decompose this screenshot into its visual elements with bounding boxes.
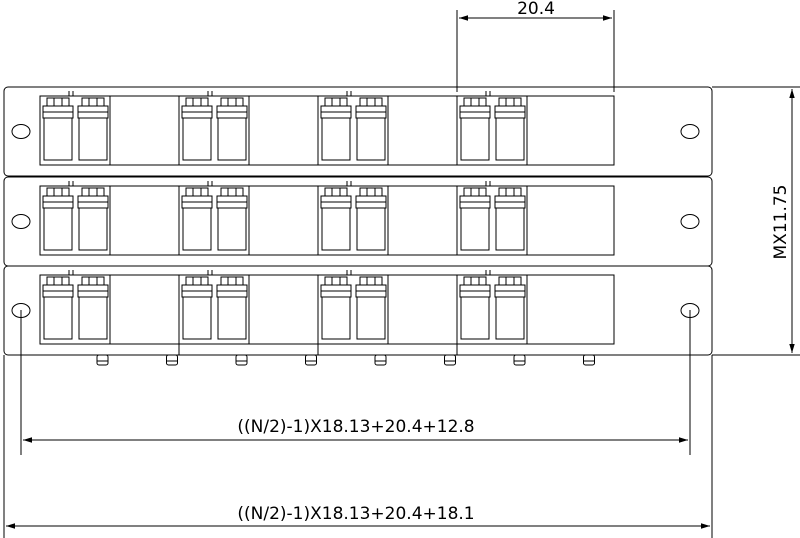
connector-latch	[46, 276, 70, 286]
connector-latch	[220, 276, 244, 286]
connector-latch	[359, 276, 383, 286]
connector-body	[356, 296, 386, 340]
connector-body	[356, 207, 386, 251]
connector-latch	[359, 187, 383, 197]
connector-latch	[220, 187, 244, 197]
mounting-pin	[305, 354, 317, 366]
connector-body	[78, 296, 108, 340]
connector-body	[460, 117, 490, 161]
connector-latch	[463, 97, 487, 107]
panel-row	[3, 86, 713, 177]
inner-span-dimension	[20, 310, 691, 455]
module-window	[39, 274, 615, 345]
mounting-hole	[680, 214, 700, 229]
connector-latch	[185, 97, 209, 107]
connector-body	[356, 117, 386, 161]
connector-latch	[46, 187, 70, 197]
mounting-pin	[235, 354, 248, 366]
connector-body	[217, 117, 247, 161]
connector-body	[495, 207, 525, 251]
mounting-pin	[444, 354, 456, 366]
connector-body	[321, 296, 351, 340]
mounting-hole	[680, 124, 700, 139]
connector-latch	[359, 97, 383, 107]
connector-latch	[185, 187, 209, 197]
connector-latch	[463, 187, 487, 197]
connector-body	[43, 296, 73, 340]
inner-span-label: ((N/2)-1)X18.13+20.4+12.8	[237, 417, 474, 437]
connector-body	[78, 117, 108, 161]
mounting-hole	[11, 124, 31, 139]
top-dimension	[456, 10, 615, 92]
module-window	[39, 185, 615, 256]
connector-body	[182, 117, 212, 161]
connector-latch	[220, 97, 244, 107]
mounting-hole	[11, 214, 31, 229]
connector-latch	[185, 276, 209, 286]
connector-body	[321, 117, 351, 161]
top-dimension-label: 20.4	[517, 0, 555, 19]
panel-row	[3, 265, 713, 356]
connector-body	[460, 296, 490, 340]
connector-body	[217, 207, 247, 251]
outer-span-dimension	[3, 355, 713, 538]
connector-body	[495, 296, 525, 340]
connector-body	[78, 207, 108, 251]
module-window	[39, 95, 615, 166]
connector-body	[217, 296, 247, 340]
connector-latch	[81, 97, 105, 107]
mounting-pin	[513, 354, 526, 366]
right-dimension-label: MX11.75	[771, 185, 791, 260]
mounting-pin	[374, 354, 387, 366]
mounting-pin	[96, 354, 109, 366]
patch-panel	[3, 86, 713, 366]
connector-body	[43, 207, 73, 251]
mounting-pin	[583, 354, 595, 366]
connector-latch	[463, 276, 487, 286]
connector-latch	[324, 97, 348, 107]
connector-latch	[498, 276, 522, 286]
connector-body	[321, 207, 351, 251]
connector-latch	[81, 276, 105, 286]
connector-latch	[498, 187, 522, 197]
mounting-pin	[166, 354, 178, 366]
outer-span-label: ((N/2)-1)X18.13+20.4+18.1	[237, 504, 474, 524]
connector-body	[495, 117, 525, 161]
connector-latch	[324, 276, 348, 286]
connector-latch	[324, 187, 348, 197]
connector-latch	[81, 187, 105, 197]
right-dimension	[712, 86, 800, 356]
connector-body	[43, 117, 73, 161]
connector-latch	[498, 97, 522, 107]
connector-body	[460, 207, 490, 251]
connector-body	[182, 296, 212, 340]
connector-latch	[46, 97, 70, 107]
connector-body	[182, 207, 212, 251]
